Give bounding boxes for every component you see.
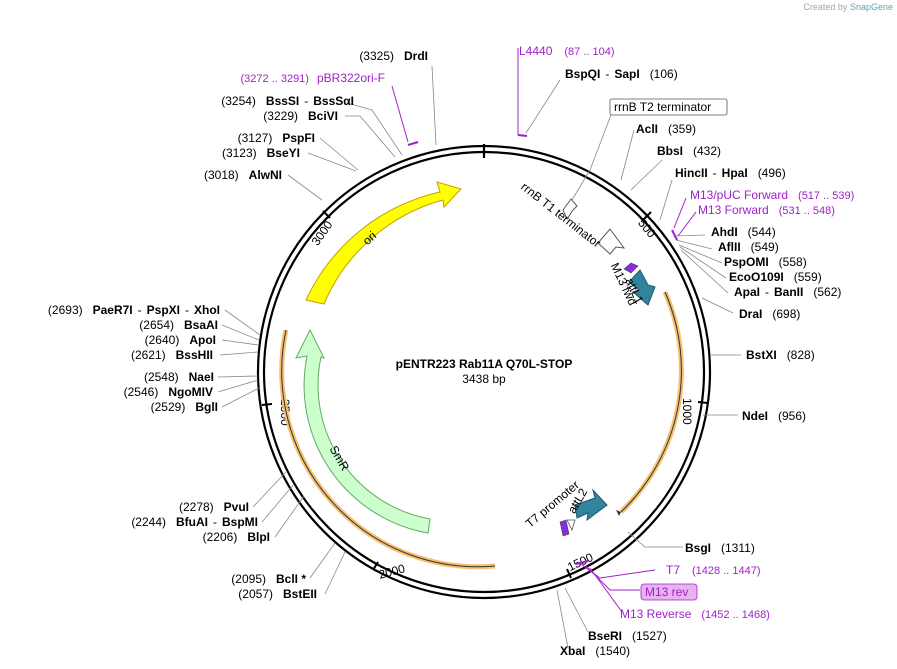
enzyme-paer7i[interactable]: (2693)PaeR7I-PspXI-XhoI xyxy=(48,303,220,317)
enzyme-aflii[interactable]: AflII(549) xyxy=(718,240,779,254)
m13puc-lead xyxy=(673,197,687,229)
primer-markers xyxy=(391,48,697,613)
enzyme-ndei[interactable]: NdeI(956) xyxy=(742,409,806,423)
enzyme-bsaai[interactable]: (2654)BsaAI xyxy=(139,318,218,332)
enzyme-bsteii[interactable]: (2057)BstEII xyxy=(238,587,317,601)
primer-labels: L4440(87 .. 104) (3272 .. 3291)pBR322ori… xyxy=(240,44,854,621)
tick-mark-2500 xyxy=(261,403,273,406)
tick-label-1000: 1000 xyxy=(680,398,694,425)
attl2-feature: T7 promoter attL2 xyxy=(523,478,608,537)
attl2-arrow xyxy=(574,488,608,522)
primer-m13-rev[interactable]: M13 rev xyxy=(645,585,688,599)
plasmid-size: 3438 bp xyxy=(462,372,506,386)
tick-mark-1500 xyxy=(566,568,572,579)
ori-arrow xyxy=(305,181,462,305)
t7-marker xyxy=(559,519,570,537)
tick-mark-1000 xyxy=(697,401,709,404)
enzyme-naei[interactable]: (2548)NaeI xyxy=(144,370,214,384)
primer-m13-forward[interactable]: M13 Forward(531 .. 548) xyxy=(698,203,835,217)
enzyme-bsgi[interactable]: BsgI(1311) xyxy=(685,541,755,555)
enzyme-drdi[interactable]: (3325)DrdI xyxy=(359,49,428,63)
enzyme-hincii[interactable]: HincII-HpaI(496) xyxy=(675,166,786,180)
enzyme-bspqi[interactable]: BspQI-SapI(106) xyxy=(565,67,678,81)
l4440-marker xyxy=(517,134,528,137)
m13-rev-box xyxy=(640,583,698,601)
tick-mark-2000 xyxy=(372,561,379,571)
enzyme-apoi[interactable]: (2640)ApoI xyxy=(145,333,216,347)
enzyme-bgli[interactable]: (2529)BglI xyxy=(151,400,218,414)
enzyme-alwni[interactable]: (3018)AlwNI xyxy=(204,168,282,182)
rrnb-t2-box xyxy=(609,98,728,116)
enzyme-leaders-right xyxy=(525,79,741,649)
attl1-arrow xyxy=(628,269,656,306)
tick-mark-500 xyxy=(642,211,652,221)
enzyme-labels-left: (3325)DrdI (3254)BssSI-BssSαI (3229)BciV… xyxy=(48,49,428,601)
primer-m13-reverse[interactable]: M13 Reverse(1452 .. 1468) xyxy=(620,607,770,621)
enzyme-leaders-left xyxy=(217,65,437,595)
enzyme-bfuai[interactable]: (2244)BfuAI-BspMI xyxy=(131,515,258,529)
enzyme-xbai[interactable]: XbaI(1540) xyxy=(560,644,630,658)
t7-promoter-arrow xyxy=(566,519,576,532)
tick-label-500: 500 xyxy=(635,216,659,241)
ori-feature: ori xyxy=(305,181,462,305)
tick-label-2000: 2000 xyxy=(377,561,407,582)
pbr322-marker xyxy=(407,141,419,146)
enzyme-apai[interactable]: ApaI-BanII(562) xyxy=(734,285,841,299)
primer-t7[interactable]: T7(1428 .. 1447) xyxy=(666,563,761,577)
m13-fwd-marker xyxy=(623,262,639,274)
enzyme-ahdi[interactable]: AhdI(544) xyxy=(711,225,776,239)
tick-label-3000: 3000 xyxy=(309,218,336,248)
m13-reverse-lead xyxy=(589,567,623,613)
credit-prefix: Created by xyxy=(803,2,848,12)
enzyme-bseyi[interactable]: (3123)BseYI xyxy=(222,146,300,160)
credit-brand: SnapGene xyxy=(849,2,893,12)
enzyme-pspfi[interactable]: (3127)PspFI xyxy=(238,131,315,145)
backbone xyxy=(256,144,712,600)
enzyme-pvui[interactable]: (2278)PvuI xyxy=(179,500,249,514)
enzyme-labels-right: BspQI-SapI(106) AclI(359) BbsI(432) Hinc… xyxy=(560,67,841,658)
enzyme-bcli[interactable]: (2095)BclI * xyxy=(231,572,306,586)
attl1-feature: M13 fwd attL1 xyxy=(608,261,656,308)
enzyme-blpi[interactable]: (2206)BlpI xyxy=(203,530,270,544)
rrnb-t2-label: rrnB T2 terminator xyxy=(614,100,711,114)
enzyme-acli[interactable]: AclI(359) xyxy=(636,122,696,136)
primer-pbr322ori-f[interactable]: (3272 .. 3291)pBR322ori-F xyxy=(240,71,385,85)
rrnb-t1-arrow xyxy=(597,228,626,255)
primer-l4440[interactable]: L4440(87 .. 104) xyxy=(519,44,615,58)
rrnb-t2-arrow xyxy=(562,198,578,221)
enzyme-pspomi[interactable]: PspOMI(558) xyxy=(724,255,807,269)
enzyme-bstxi[interactable]: BstXI(828) xyxy=(746,348,815,362)
enzyme-bcivi[interactable]: (3229)BciVI xyxy=(263,109,338,123)
smr-feature: SmR xyxy=(295,328,431,534)
snapgene-credit: Created by SnapGene xyxy=(803,2,893,12)
rrnb-t1-label: rrnB T1 terminator xyxy=(518,180,603,251)
enzyme-bsshii[interactable]: (2621)BssHII xyxy=(131,348,213,362)
m13fwd-lead xyxy=(677,211,697,237)
smr-arrow xyxy=(295,328,431,534)
enzyme-bbsi[interactable]: BbsI(432) xyxy=(657,144,721,158)
pbr322-lead xyxy=(391,85,409,143)
insert-arc-right xyxy=(619,291,684,514)
primer-m13-puc-forward[interactable]: M13/pUC Forward(517 .. 539) xyxy=(690,188,854,202)
enzyme-bseri[interactable]: BseRI(1527) xyxy=(588,629,667,643)
enzyme-ngomiv[interactable]: (2546)NgoMIV xyxy=(124,385,213,399)
enzyme-drai[interactable]: DraI(698) xyxy=(739,307,800,321)
tick-mark-3000 xyxy=(322,210,331,219)
t7-lead xyxy=(577,561,656,579)
plasmid-name: pENTR223 Rab11A Q70L-STOP xyxy=(396,357,573,371)
enzyme-ecoo109i[interactable]: EcoO109I(559) xyxy=(729,270,822,284)
enzyme-bsssi[interactable]: (3254)BssSI-BssSαI xyxy=(221,94,354,108)
insert-arcs xyxy=(279,291,684,570)
